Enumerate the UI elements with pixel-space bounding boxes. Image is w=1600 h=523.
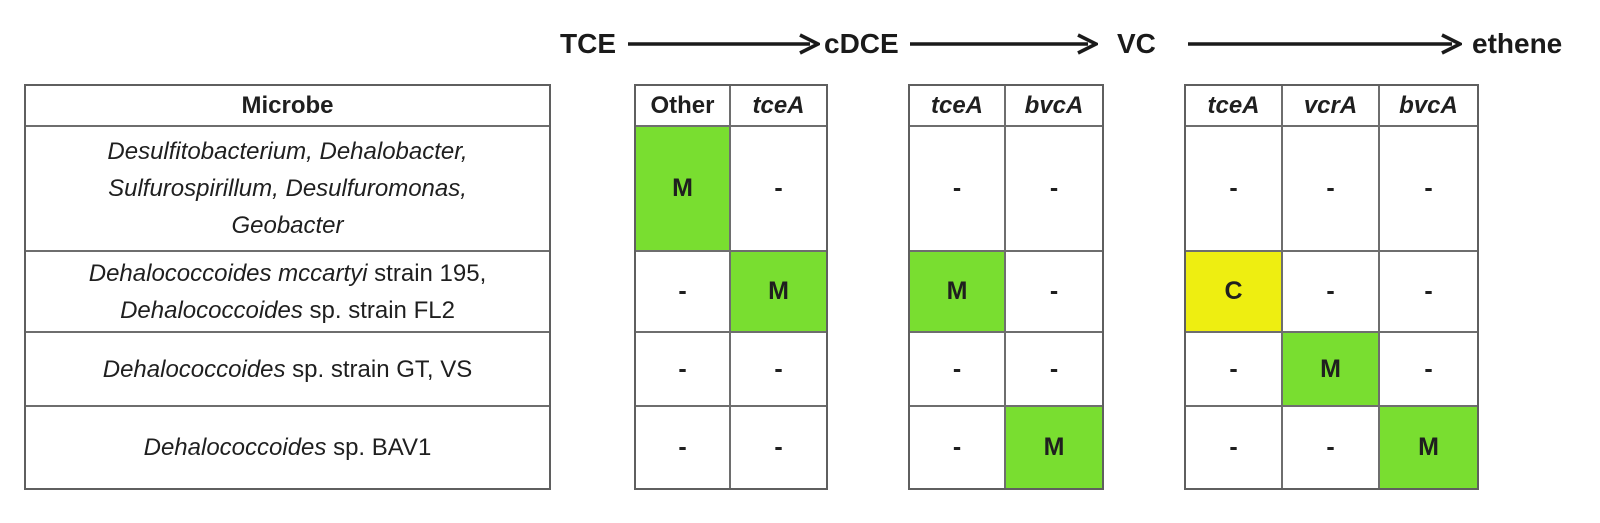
gene-cell: M xyxy=(1283,333,1380,407)
gene-cell: - xyxy=(1186,333,1283,407)
pathway-label-ethene: ethene xyxy=(1472,28,1563,59)
gene-cell: - xyxy=(636,407,731,488)
gene-cell: - xyxy=(1186,127,1283,252)
arrow-right-icon xyxy=(1188,33,1462,55)
gene-table-header-vcrA: vcrA xyxy=(1283,86,1380,127)
microbe-name-italic: Dehalococcoides xyxy=(120,296,303,324)
gene-cell: M xyxy=(1006,407,1102,488)
microbe-name-regular: sp. strain FL2 xyxy=(302,296,455,324)
pathway-label-vc: VC xyxy=(1117,28,1156,59)
gene-cell: - xyxy=(731,407,826,488)
microbe-row-1: Desulfitobacterium, Dehalobacter, Sulfur… xyxy=(26,127,549,252)
gene-table-header-other: Other xyxy=(636,86,731,127)
microbe-table-header: Microbe xyxy=(26,86,549,127)
microbe-name-italic: Geobacter xyxy=(231,212,344,239)
gene-cell: - xyxy=(1283,252,1380,333)
gene-cell: - xyxy=(1380,127,1477,252)
gene-cell: - xyxy=(636,333,731,407)
gene-cell: - xyxy=(1380,333,1477,407)
gene-table-header-bvcA: bvcA xyxy=(1006,86,1102,127)
gene-cell: - xyxy=(636,252,731,333)
arrow-right-icon xyxy=(910,33,1098,55)
gene-cell: - xyxy=(910,407,1006,488)
gene-table-vc-ethene: tceA vcrA bvcA - - - C - - - M - - - M xyxy=(1184,84,1479,490)
microbe-row-4: Dehalococcoides sp. BAV1 xyxy=(26,407,549,488)
gene-cell: M xyxy=(636,127,731,252)
gene-cell: - xyxy=(910,333,1006,407)
gene-cell: - xyxy=(910,127,1006,252)
microbe-name-italic: Sulfurospirillum, Desulfuromonas, xyxy=(108,175,467,202)
gene-cell: C xyxy=(1186,252,1283,333)
gene-cell: M xyxy=(1380,407,1477,488)
microbe-name-italic: Dehalococcoides mccartyi xyxy=(88,259,368,287)
gene-cell: - xyxy=(731,333,826,407)
arrow-right-icon xyxy=(628,33,820,55)
microbe-name-line: Dehalococcoides sp. BAV1 xyxy=(144,429,432,466)
microbe-name-line: Geobacter xyxy=(231,207,343,244)
microbe-name-line: Dehalococcoides mccartyi strain 195, xyxy=(89,255,487,292)
gene-table-cdce-vc: tceA bvcA - - M - - - - M xyxy=(908,84,1104,490)
microbe-name-line: Dehalococcoides sp. strain GT, VS xyxy=(103,351,473,388)
gene-cell: - xyxy=(1380,252,1477,333)
gene-cell: M xyxy=(910,252,1006,333)
gene-cell: - xyxy=(1283,407,1380,488)
microbe-name-regular: sp. BAV1 xyxy=(326,434,432,461)
gene-table-header-tceA: tceA xyxy=(910,86,1006,127)
gene-table-header-bvcA: bvcA xyxy=(1380,86,1477,127)
gene-cell: - xyxy=(1283,127,1380,252)
pathway-label-cdce: cDCE xyxy=(824,28,899,59)
gene-table-header-tceA: tceA xyxy=(1186,86,1283,127)
gene-cell: - xyxy=(1186,407,1283,488)
microbe-table: Microbe Desulfitobacterium, Dehalobacter… xyxy=(24,84,551,490)
microbe-name-line: Desulfitobacterium, Dehalobacter, xyxy=(107,133,467,170)
gene-table-tce-cdce: Other tceA M - - M - - - - xyxy=(634,84,828,490)
microbe-name-regular: strain 195, xyxy=(367,259,487,287)
microbe-name-italic: Dehalococcoides xyxy=(143,434,327,461)
microbe-name-italic: Desulfitobacterium, Dehalobacter, xyxy=(107,138,468,165)
pathway-label-tce: TCE xyxy=(560,28,616,59)
gene-cell: - xyxy=(1006,252,1102,333)
microbe-name-line: Dehalococcoides sp. strain FL2 xyxy=(120,292,455,329)
gene-cell: - xyxy=(731,127,826,252)
gene-table-header-tceA: tceA xyxy=(731,86,826,127)
microbe-row-2: Dehalococcoides mccartyi strain 195, Deh… xyxy=(26,252,549,333)
microbe-row-3: Dehalococcoides sp. strain GT, VS xyxy=(26,333,549,407)
gene-cell: - xyxy=(1006,333,1102,407)
gene-cell: - xyxy=(1006,127,1102,252)
microbe-name-regular: sp. strain GT, VS xyxy=(285,355,473,383)
microbe-name-line: Sulfurospirillum, Desulfuromonas, xyxy=(108,170,467,207)
gene-cell: M xyxy=(731,252,826,333)
microbe-name-italic: Dehalococcoides xyxy=(102,355,286,383)
